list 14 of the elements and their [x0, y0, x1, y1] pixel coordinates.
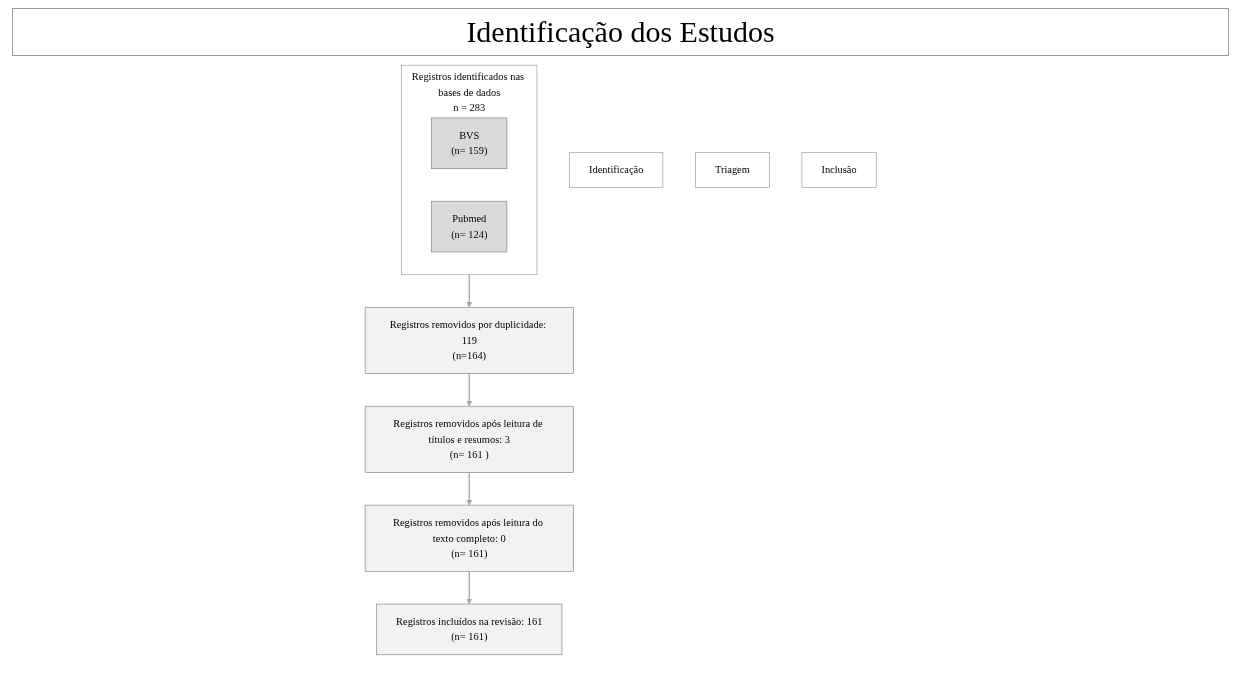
node-box: Pubmed (n= 124)	[431, 200, 508, 253]
title-banner: Identificação dos Estudos	[12, 8, 1229, 56]
arrow	[466, 274, 472, 308]
node-box: Registros removidos por duplicidade: 119 (n=164)	[364, 306, 574, 374]
arrow	[466, 570, 472, 605]
node-box: Registros removidos após leitura do texto completo: 0 (n= 161)	[364, 504, 574, 572]
node-box: BVS (n= 159)	[431, 117, 508, 169]
arrow	[466, 373, 472, 407]
arrow	[466, 471, 472, 506]
node-box: Identificação	[568, 152, 663, 188]
node-box: Registros removidos após leitura de títulos e resumos: 3 (n= 161 )	[364, 405, 574, 473]
node-box: Triagem	[694, 152, 770, 188]
node-box: Inclusão	[801, 152, 877, 188]
node-box: Registros incluídos na revisão: 161 (n= 161)	[376, 603, 563, 656]
